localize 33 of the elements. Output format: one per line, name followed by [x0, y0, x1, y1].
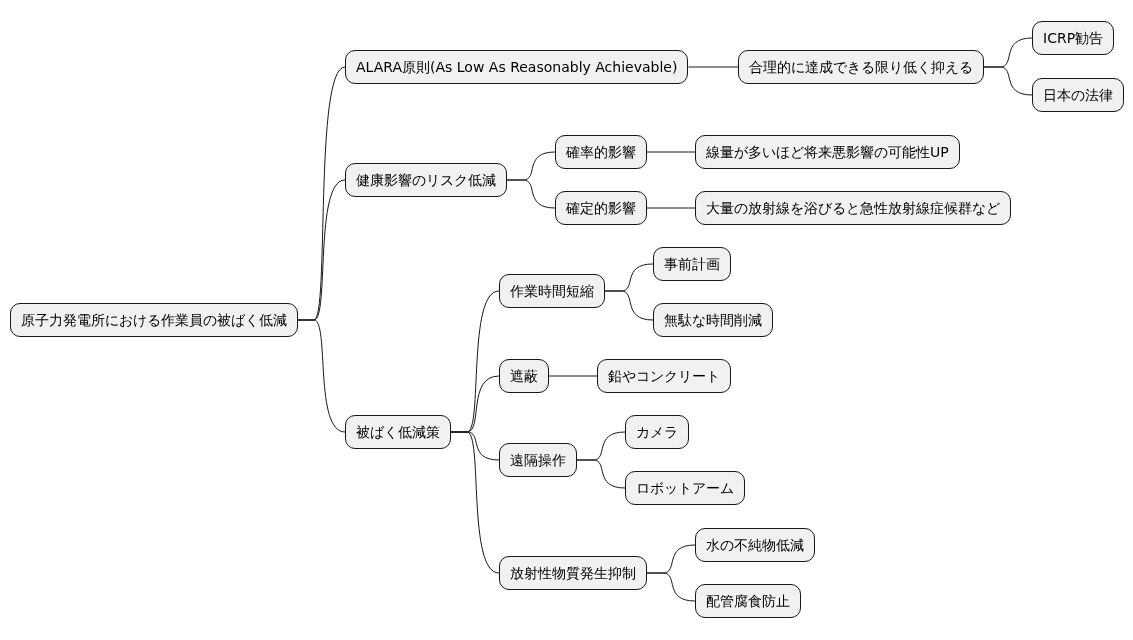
topic-box: 事前計画	[653, 247, 731, 281]
topic-box: 配管腐食防止	[695, 584, 801, 618]
topic-box: 確定的影響	[555, 191, 647, 225]
topic-box: 遠隔操作	[499, 443, 577, 477]
topic-box: ICRP勧告	[1032, 21, 1115, 55]
topic-box: カメラ	[625, 415, 689, 449]
connector-line	[604, 290, 654, 321]
connector-line	[576, 459, 626, 489]
connector-line	[646, 207, 696, 209]
topic-box: 遮蔽	[499, 359, 549, 393]
topic-box: 鉛やコンクリート	[597, 359, 731, 393]
connector-line	[297, 319, 346, 433]
topic-box: 合理的に達成できる限り低く抑える	[738, 50, 984, 84]
topic-box: 被ばく低減策	[345, 415, 451, 449]
topic-box: 日本の法律	[1032, 78, 1124, 112]
connector-line	[687, 66, 739, 68]
topic-box: 健康影響のリスク低減	[345, 163, 507, 197]
topic-box: 作業時間短縮	[499, 274, 605, 308]
connector-line	[983, 66, 1033, 96]
connector-line	[548, 375, 598, 377]
topic-box: 大量の放射線を浴びると急性放射線症候群など	[695, 191, 1011, 225]
topic-box: ロボットアーム	[625, 471, 745, 505]
connector-line	[646, 151, 696, 153]
connector-line	[646, 572, 696, 602]
topic-box: 無駄な時間削減	[653, 303, 773, 337]
connector-line	[506, 179, 556, 209]
connector-line	[450, 431, 500, 574]
topic-box: 放射性物質発生抑制	[499, 556, 647, 590]
topic-box: 水の不純物低減	[695, 528, 815, 562]
topic-box: ALARA原則(As Low As Reasonably Achievable)	[345, 50, 689, 84]
topic-box: 確率的影響	[555, 135, 647, 169]
topic-box: 線量が多いほど将来悪影響の可能性UP	[695, 135, 960, 169]
topic-box: 原子力発電所における作業員の被ばく低減	[10, 303, 298, 337]
